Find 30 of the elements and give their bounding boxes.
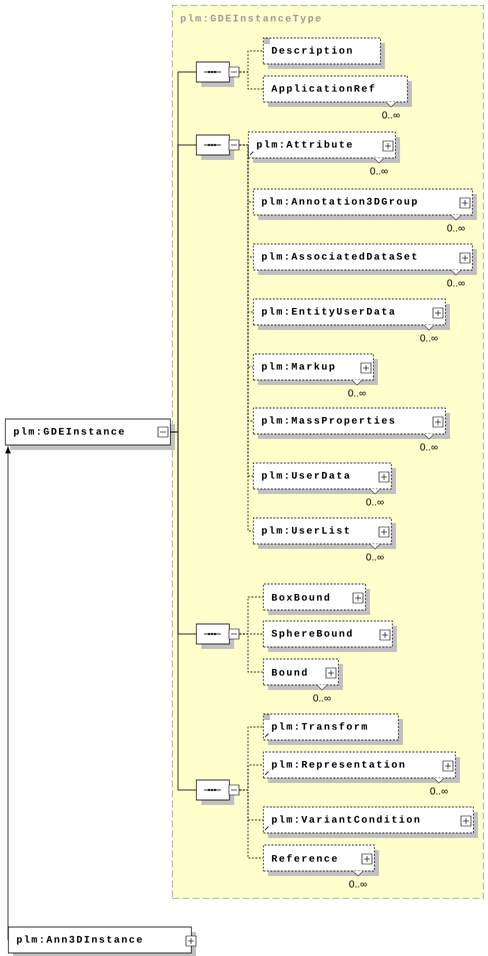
node-label: 0..∞ [366, 498, 384, 506]
node-label: 0..∞ [348, 389, 366, 397]
node-label: 0..∞ [420, 443, 438, 451]
node-label: 0..∞ [382, 111, 400, 119]
sequence-symbol [196, 624, 240, 649]
connector [5, 446, 11, 940]
node-label: 0..∞ [366, 553, 384, 561]
node-label: 0..∞ [313, 694, 331, 702]
node-label: 0..∞ [349, 880, 367, 888]
connector [170, 432, 196, 790]
element-box: plm:UserList 0..∞ [253, 518, 396, 561]
connector [239, 790, 264, 858]
element-box: Description [263, 38, 385, 69]
sequence-symbol [196, 134, 240, 160]
element-box: plm:GDEInstance [5, 418, 175, 450]
element-box: plm:VariantCondition [263, 806, 478, 838]
sequence-symbol [196, 62, 240, 87]
element-box: BoxBound [263, 584, 370, 615]
element-box: Reference 0..∞ [263, 844, 379, 888]
element-box: plm:Transform [263, 714, 403, 745]
node-label: 0..∞ [370, 167, 388, 175]
node-label: 0..∞ [447, 279, 465, 287]
element-box: plm:Ann3DInstance [8, 926, 196, 956]
connector [239, 72, 264, 90]
node-label: 0..∞ [447, 224, 465, 232]
connector [239, 634, 264, 672]
node-label: 0..∞ [430, 787, 448, 795]
element-box: SphereBound [263, 620, 397, 652]
sequence-symbol [196, 780, 240, 805]
node-label: 0..∞ [420, 334, 438, 342]
